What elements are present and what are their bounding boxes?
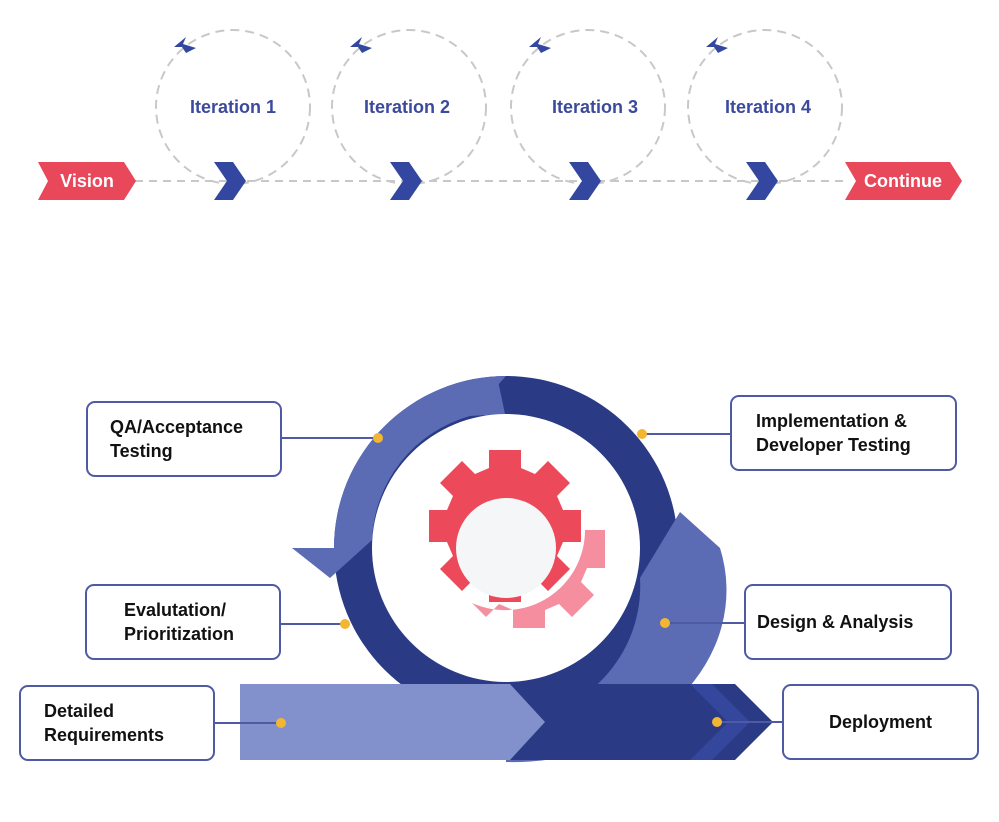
iteration-4-label: Iteration 4 [724,97,812,117]
stage-label-implementation: Implementation & Developer Testing [756,411,911,455]
deployment-arrow [506,684,773,760]
stage-box-evaluation: Evalutation/ Prioritization [85,584,281,660]
stage-box-requirements: Detailed Requirements [19,685,215,761]
stage-label-design: Design & Analysis [757,612,914,632]
chevron-right-icon-4 [746,162,778,200]
iteration-2-label: Iteration 2 [363,97,451,117]
stage-label-qa: QA/Acceptance Testing [110,417,244,461]
chevron-right-icon-3 [569,162,601,200]
iteration-3-label: Iteration 3 [551,97,639,117]
vision-tag [38,162,136,200]
stage-box-qa: QA/Acceptance Testing [86,401,282,477]
requirements-arrow [240,684,545,760]
stage-label-evaluation: Evalutation/ Prioritization [124,600,235,644]
dot-qa [373,433,383,443]
stage-label-requirements: Detailed Requirements [44,701,165,745]
loop-arrow-icon-4 [706,37,728,53]
loop-arrow-icon-1 [174,37,196,53]
dot-deployment [712,717,722,727]
stage-box-design: Design & Analysis [744,584,952,660]
loop-arrow-icon-3 [529,37,551,53]
iteration-1-label: Iteration 1 [189,97,277,117]
continue-tag [845,162,962,200]
dot-design [660,618,670,628]
cycle-segment-qa-tip [470,376,505,416]
cycle-segment-qa [292,376,506,578]
dot-evaluation [340,619,350,629]
stage-box-deployment: Deployment [782,684,979,760]
loop-arrow-icon-2 [350,37,372,53]
dot-implementation [637,429,647,439]
stage-box-implementation: Implementation & Developer Testing [730,395,957,471]
chevron-right-icon-2 [390,162,422,200]
chevron-right-icon-1 [214,162,246,200]
dot-requirements [276,718,286,728]
stage-label-deployment: Deployment [828,712,933,732]
continue-label: Continue [864,171,942,191]
gear-icon [429,450,605,628]
vision-label: Vision [60,171,114,191]
